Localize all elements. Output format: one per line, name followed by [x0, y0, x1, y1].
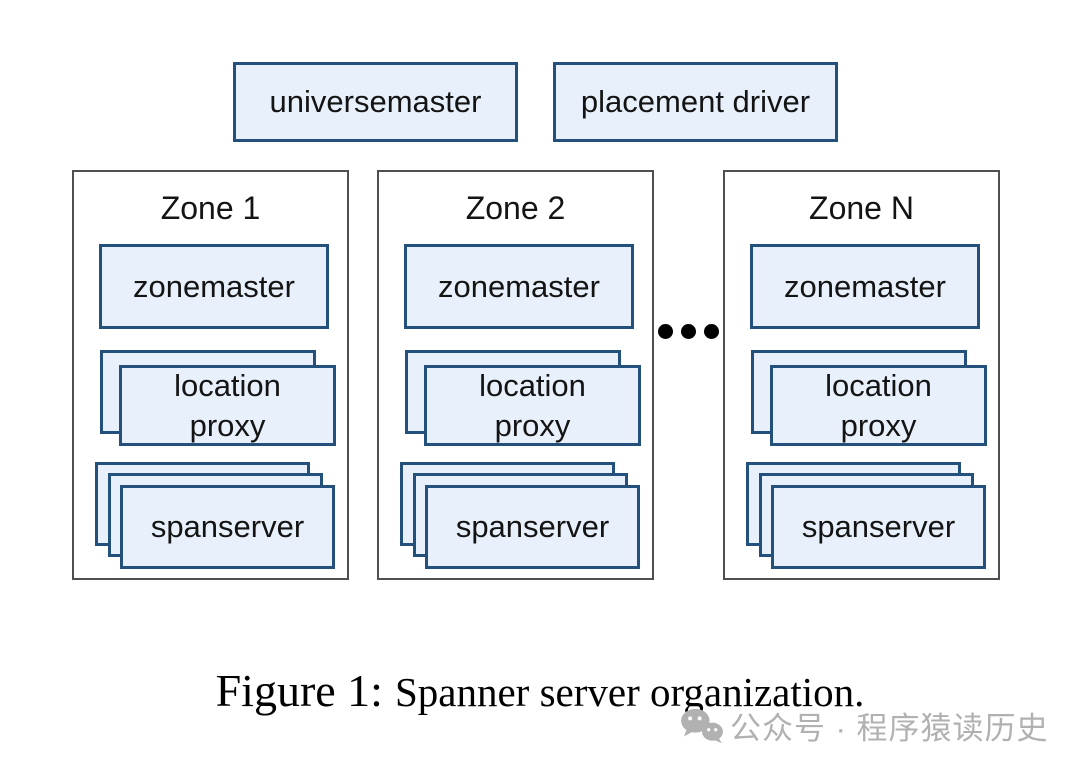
zone-n-title: Zone N [809, 190, 914, 226]
zone-n-location-proxy-box: location proxy [770, 365, 987, 446]
location-proxy-label: location proxy [174, 367, 281, 443]
watermark: 公众号 · 程序猿读历史 [679, 703, 1049, 748]
ellipsis-dot [681, 324, 696, 339]
zone-n-container: Zone N zonemaster location proxy spanser… [723, 170, 1000, 580]
zone-1-zonemaster-box: zonemaster [99, 244, 329, 329]
location-proxy-label: location proxy [479, 367, 586, 443]
ellipsis-dot [704, 324, 719, 339]
figure-caption-text: Spanner server organization. [394, 669, 865, 715]
zone-n-spanserver-box: spanserver [771, 485, 986, 569]
wechat-icon [681, 708, 723, 743]
spanserver-label: spanserver [150, 509, 305, 544]
ellipsis-dot [658, 324, 673, 339]
zone-n-zonemaster-box: zonemaster [750, 244, 980, 329]
zone-1-container: Zone 1 zonemaster location proxy spanser… [72, 170, 349, 580]
watermark-text: 公众号 · 程序猿读历史 [730, 711, 1049, 746]
spanserver-label: spanserver [455, 509, 610, 544]
universemaster-box: universemaster [233, 62, 518, 142]
spanserver-label: spanserver [801, 509, 956, 544]
zone-1-location-proxy-box: location proxy [119, 365, 336, 446]
zonemaster-label: zonemaster [784, 268, 946, 304]
figure-caption: Figure 1:Spanner server organization. [0, 664, 1080, 717]
figure-caption-label: Figure 1: [215, 665, 383, 716]
zone-2-container: Zone 2 zonemaster location proxy spanser… [377, 170, 654, 580]
zones-ellipsis-icon [658, 324, 719, 339]
zone-1-title: Zone 1 [160, 190, 261, 226]
placement-driver-label: placement driver [580, 84, 811, 119]
zone-1-spanserver-box: spanserver [120, 485, 335, 569]
zone-2-title: Zone 2 [465, 190, 566, 226]
zone-2-zonemaster-box: zonemaster [404, 244, 634, 329]
zone-2-spanserver-box: spanserver [425, 485, 640, 569]
universemaster-label: universemaster [269, 84, 482, 119]
location-proxy-label: location proxy [825, 367, 932, 443]
zone-2-location-proxy-box: location proxy [424, 365, 641, 446]
placement-driver-box: placement driver [553, 62, 838, 142]
zonemaster-label: zonemaster [438, 268, 600, 304]
zonemaster-label: zonemaster [133, 268, 295, 304]
